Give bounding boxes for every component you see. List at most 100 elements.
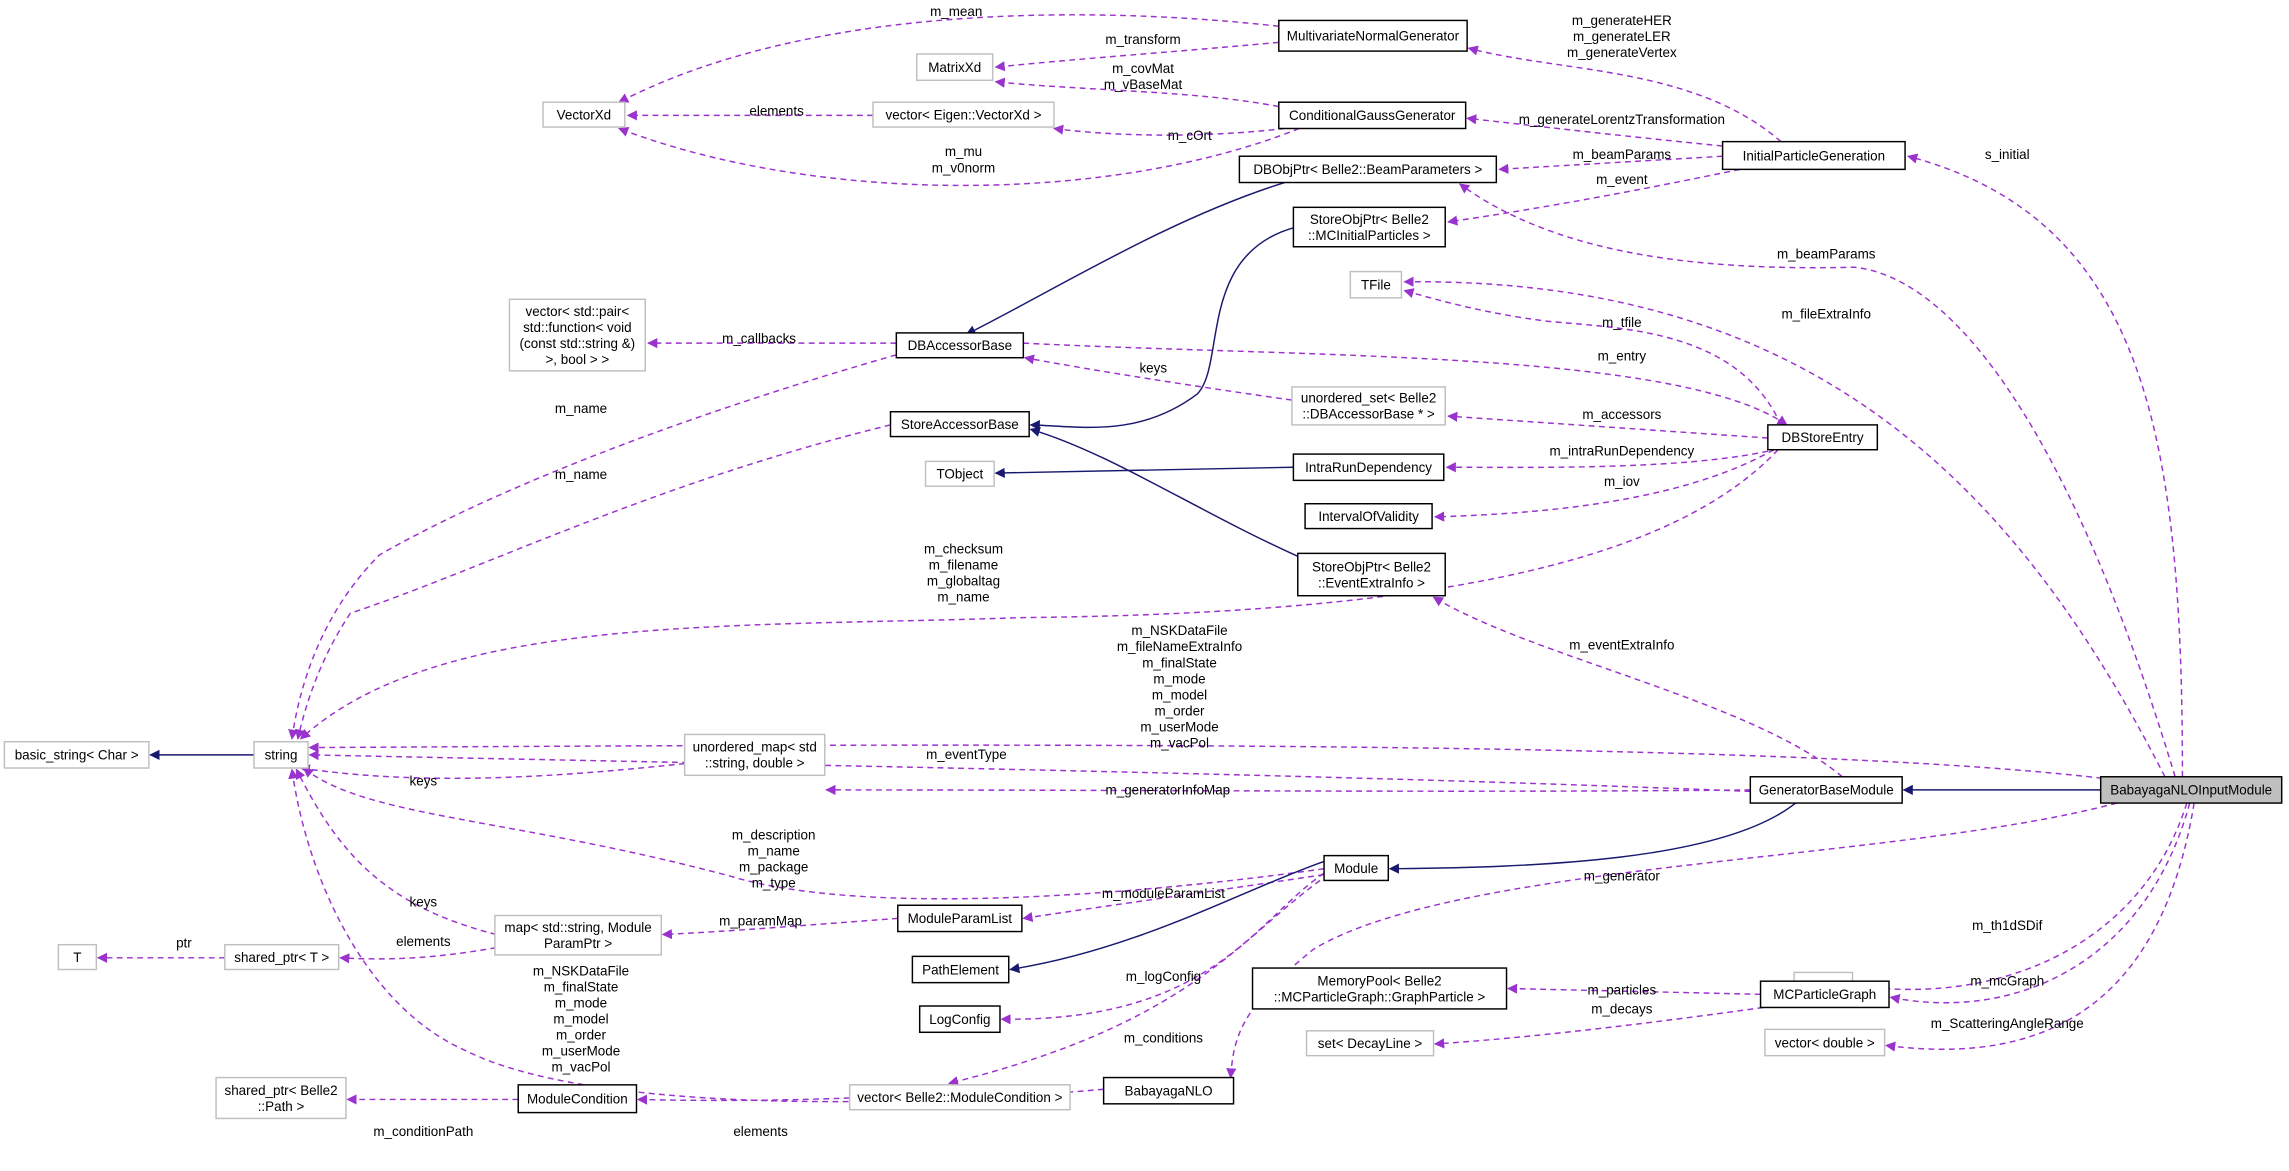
node-box[interactable]: [1291, 386, 1446, 426]
class-node-umap[interactable]: unordered_map< std::string, double >: [683, 733, 826, 777]
class-node-uset[interactable]: unordered_set< Belle2::DBAccessorBase * …: [1291, 386, 1446, 426]
node-label: MultivariateNormalGenerator: [1287, 29, 1460, 44]
node-box[interactable]: [224, 943, 340, 971]
class-node-pathel[interactable]: PathElement: [911, 955, 1010, 984]
node-label: ::MCParticleGraph::GraphParticle >: [1274, 989, 1486, 1004]
node-label: ParamPtr >: [544, 936, 612, 951]
node-label: vector< Eigen::VectorXd >: [886, 107, 1042, 122]
node-box[interactable]: [57, 943, 98, 971]
class-node-bnlo[interactable]: BabayagaNLO: [1102, 1076, 1235, 1105]
class-node-sab[interactable]: StoreAccessorBase: [889, 411, 1030, 438]
node-box[interactable]: [508, 298, 646, 372]
member-edge-module-to-logconfig: [1000, 872, 1325, 1025]
class-node-mpl[interactable]: ModuleParamList: [897, 904, 1023, 933]
class-node-mcpg[interactable]: MCParticleGraph: [1759, 980, 1890, 1009]
class-node-modcond[interactable]: ModuleCondition: [517, 1084, 638, 1114]
node-box[interactable]: [916, 53, 994, 82]
node-label: TObject: [936, 467, 983, 482]
node-box[interactable]: [918, 1005, 1001, 1034]
class-node-soMCI[interactable]: StoreObjPtr< Belle2::MCInitialParticles …: [1292, 206, 1446, 248]
node-box[interactable]: [1305, 1030, 1435, 1057]
class-node-mng[interactable]: MultivariateNormalGenerator: [1278, 19, 1468, 52]
node-box[interactable]: [1323, 854, 1390, 882]
class-node-string[interactable]: string: [253, 741, 309, 769]
node-box[interactable]: [872, 101, 1055, 128]
class-node-cgg[interactable]: ConditionalGaussGenerator: [1278, 101, 1467, 130]
node-box[interactable]: [924, 460, 995, 487]
node-box[interactable]: [253, 741, 309, 769]
node-box[interactable]: [1278, 19, 1468, 52]
member-edge-bnlo_in-to-ipg: [1906, 153, 2184, 777]
edge-label: m_generateHER: [1572, 13, 1672, 28]
node-label: IntervalOfValidity: [1318, 509, 1419, 524]
node-box[interactable]: [1749, 776, 1903, 804]
node-box[interactable]: [1764, 1028, 1886, 1057]
class-node-sptrT[interactable]: shared_ptr< T >: [224, 943, 340, 971]
class-node-irdep[interactable]: IntraRunDependency: [1292, 453, 1445, 482]
edge-label: keys: [410, 774, 438, 789]
class-node-ipg[interactable]: InitialParticleGeneration: [1721, 140, 1906, 171]
node-box[interactable]: [494, 914, 663, 956]
edge-label: m_eventType: [926, 747, 1007, 762]
edge-label: m_vacPol: [1150, 736, 1209, 751]
node-box[interactable]: [2099, 776, 2283, 804]
node-box[interactable]: [848, 1084, 1071, 1111]
member-edge-dbse-to-uset: [1447, 411, 1768, 439]
edge-label: m_particles: [1588, 982, 1657, 997]
class-node-vecmodcond[interactable]: vector< Belle2::ModuleCondition >: [848, 1084, 1071, 1111]
node-box[interactable]: [1721, 140, 1906, 171]
node-box[interactable]: [683, 733, 826, 777]
node-label: DBStoreEntry: [1782, 430, 1864, 445]
node-box[interactable]: [1767, 424, 1879, 451]
node-box[interactable]: [1238, 155, 1498, 184]
class-node-vectorxd[interactable]: VectorXd: [542, 101, 626, 128]
edge-label: s_initial: [1985, 147, 2030, 162]
node-label: LogConfig: [929, 1012, 990, 1027]
member-edge-ipg-to-mng: [1467, 45, 1782, 143]
member-edge-uset-to-dbab: [1023, 354, 1293, 401]
class-node-basicstr[interactable]: basic_string< Char >: [3, 741, 150, 769]
class-node-vecdouble[interactable]: vector< double >: [1764, 1028, 1886, 1057]
node-box[interactable]: [517, 1084, 638, 1114]
node-box[interactable]: [1102, 1076, 1235, 1105]
class-node-T[interactable]: T: [57, 943, 98, 971]
class-node-sptrPath[interactable]: shared_ptr< Belle2::Path >: [215, 1076, 347, 1120]
class-node-dbobj[interactable]: DBObjPtr< Belle2::BeamParameters >: [1238, 155, 1498, 184]
class-node-dbab[interactable]: DBAccessorBase: [895, 332, 1025, 359]
class-node-veceigen[interactable]: vector< Eigen::VectorXd >: [872, 101, 1055, 128]
class-node-bnlo_in[interactable]: BabayagaNLOInputModule: [2099, 776, 2283, 804]
node-label: MemoryPool< Belle2: [1317, 973, 1441, 988]
node-box[interactable]: [1297, 552, 1446, 597]
class-node-iov[interactable]: IntervalOfValidity: [1304, 503, 1433, 530]
node-box[interactable]: [542, 101, 626, 128]
node-box[interactable]: [1759, 980, 1890, 1009]
inheritance-edge-module-to-pathel: [1009, 860, 1325, 974]
node-box[interactable]: [1292, 206, 1446, 248]
node-box[interactable]: [889, 411, 1030, 438]
node-box[interactable]: [1349, 270, 1403, 299]
member-edge-module-to-mpl: [1022, 873, 1325, 923]
node-box[interactable]: [895, 332, 1025, 359]
node-box[interactable]: [215, 1076, 347, 1120]
node-box[interactable]: [911, 955, 1010, 984]
class-node-soEEI[interactable]: StoreObjPtr< Belle2::EventExtraInfo >: [1297, 552, 1446, 597]
class-node-tfile[interactable]: TFile: [1349, 270, 1403, 299]
class-node-module[interactable]: Module: [1323, 854, 1390, 882]
node-box[interactable]: [1251, 967, 1508, 1010]
class-node-mempool[interactable]: MemoryPool< Belle2::MCParticleGraph::Gra…: [1251, 967, 1508, 1010]
class-node-dbse[interactable]: DBStoreEntry: [1767, 424, 1879, 451]
class-node-gbm[interactable]: GeneratorBaseModule: [1749, 776, 1903, 804]
edge-label: m_description: [732, 828, 816, 843]
node-box[interactable]: [1304, 503, 1433, 530]
class-node-setdecay[interactable]: set< DecayLine >: [1305, 1030, 1435, 1057]
node-box[interactable]: [1292, 453, 1445, 482]
node-box[interactable]: [1278, 101, 1467, 130]
class-node-tobject[interactable]: TObject: [924, 460, 995, 487]
class-node-matrixxd[interactable]: MatrixXd: [916, 53, 994, 82]
class-node-logconfig[interactable]: LogConfig: [918, 1005, 1001, 1034]
node-box[interactable]: [3, 741, 150, 769]
node-label: StoreAccessorBase: [901, 417, 1019, 432]
node-box[interactable]: [897, 904, 1023, 933]
class-node-vecpair[interactable]: vector< std::pair<std::function< void(co…: [508, 298, 646, 372]
